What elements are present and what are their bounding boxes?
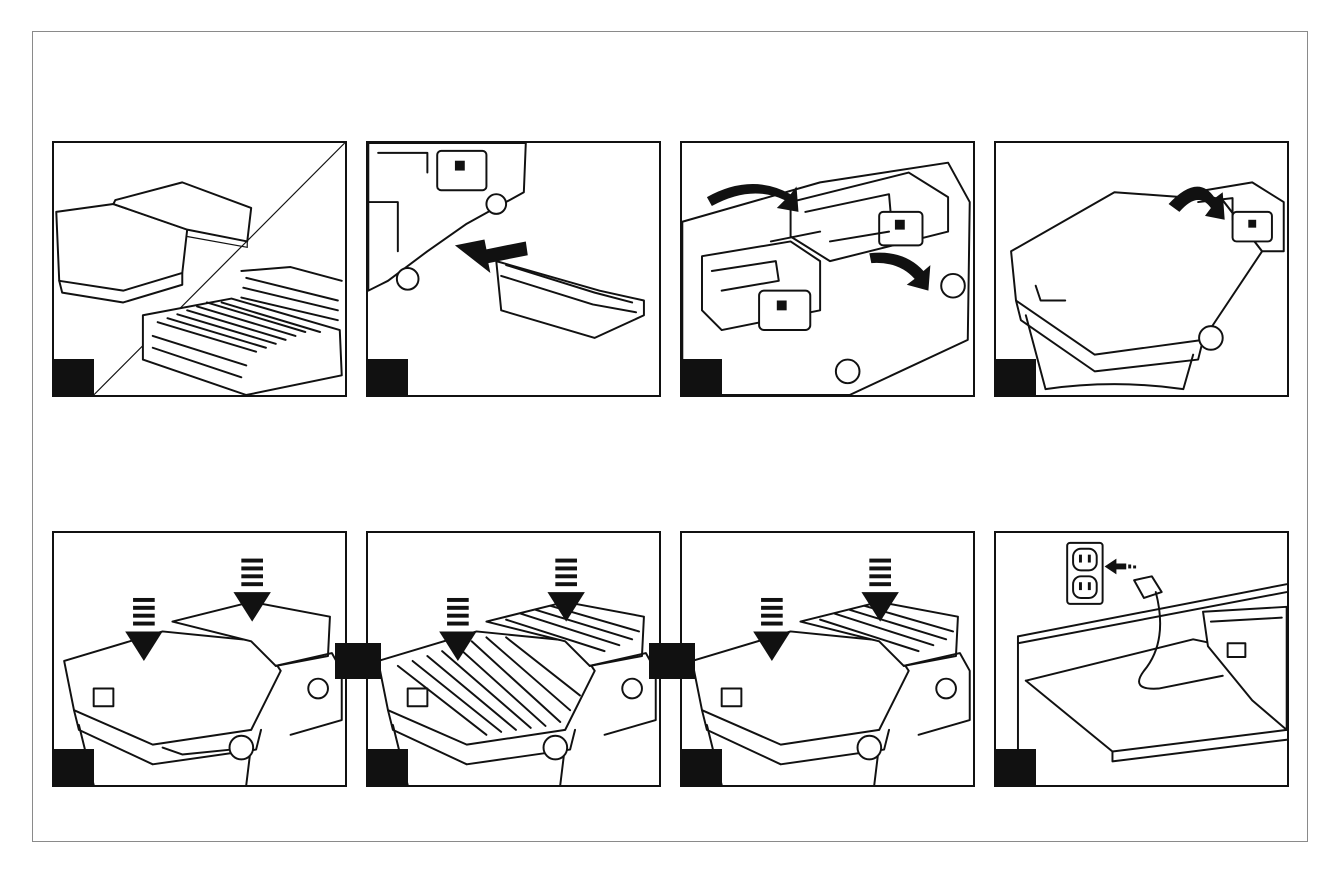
- step-8-panel: [994, 531, 1289, 787]
- step-number-badge: [996, 749, 1036, 785]
- step-3-panel: [680, 141, 975, 397]
- step-2-panel: [366, 141, 661, 397]
- place-griddle-plates-illustration: [54, 533, 345, 785]
- step-number-badge: [368, 359, 408, 395]
- step-number-badge: [54, 749, 94, 785]
- remove-plate-latch-illustration: [682, 143, 973, 395]
- step-number-badge: [996, 359, 1036, 395]
- step-number-badge: [682, 749, 722, 785]
- flip-plate-illustration: [996, 143, 1287, 395]
- place-grill-plates-illustration: [368, 533, 659, 785]
- step-number-badge: [682, 359, 722, 395]
- or-connector-badge: [335, 643, 381, 679]
- separate-plates-illustration: [54, 143, 345, 395]
- step-number-badge: [368, 749, 408, 785]
- step-7-panel: [680, 531, 975, 787]
- insert-drip-tray-illustration: [368, 143, 659, 395]
- step-4-panel: [994, 141, 1289, 397]
- step-6-panel: [366, 531, 661, 787]
- step-1-panel: [52, 141, 347, 397]
- place-combo-plates-illustration: [682, 533, 973, 785]
- step-number-badge: [54, 359, 94, 395]
- plug-into-outlet-illustration: [996, 533, 1287, 785]
- step-5-panel: [52, 531, 347, 787]
- or-connector-badge: [649, 643, 695, 679]
